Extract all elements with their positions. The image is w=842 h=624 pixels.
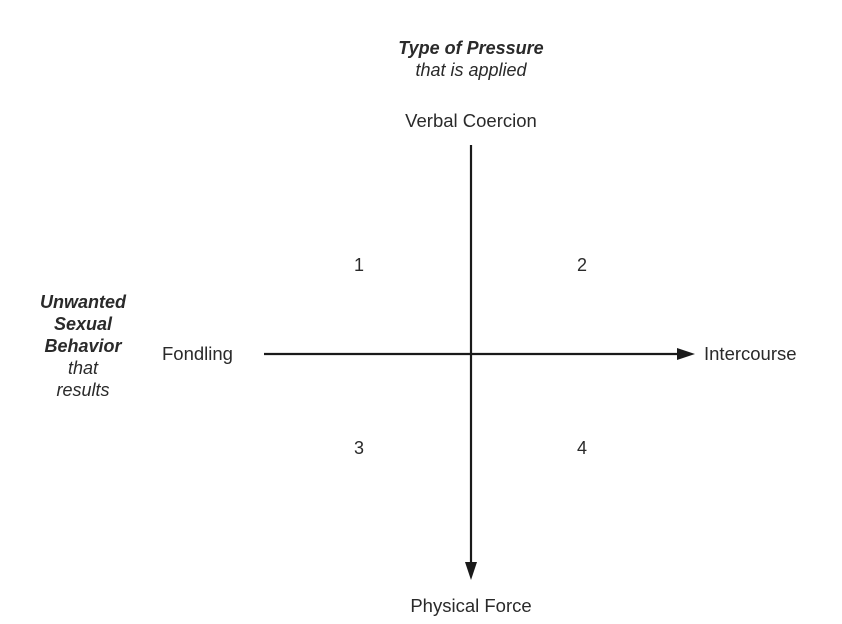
horizontal-axis-title-line: Unwanted	[39, 292, 126, 312]
quadrant-number: 2	[577, 255, 588, 275]
quadrant-number: 1	[354, 255, 365, 275]
right-axis-label: Intercourse	[704, 343, 797, 364]
down-arrowhead-icon	[465, 562, 477, 580]
vertical-axis-title-group: Type of Pressure that is applied	[0, 37, 842, 81]
vertical-axis-subtitle: that is applied	[415, 60, 527, 80]
horizontal-axis-title-line: Behavior	[44, 336, 122, 356]
top-axis-label: Verbal Coercion	[405, 110, 537, 131]
quadrant-number: 4	[577, 438, 588, 458]
left-axis-label: Fondling	[162, 343, 233, 364]
vertical-axis-title: Type of Pressure	[398, 38, 544, 58]
horizontal-axis-title-line: that	[67, 358, 99, 378]
horizontal-axis-title-line: results	[56, 380, 110, 400]
horizontal-axis-title-line: Sexual	[53, 314, 113, 334]
quadrant-number: 3	[354, 438, 365, 458]
bottom-axis-label: Physical Force	[410, 595, 532, 616]
right-arrowhead-icon	[677, 348, 695, 360]
horizontal-axis-title-group: Unwanted Sexual Behavior that results	[20, 291, 146, 401]
